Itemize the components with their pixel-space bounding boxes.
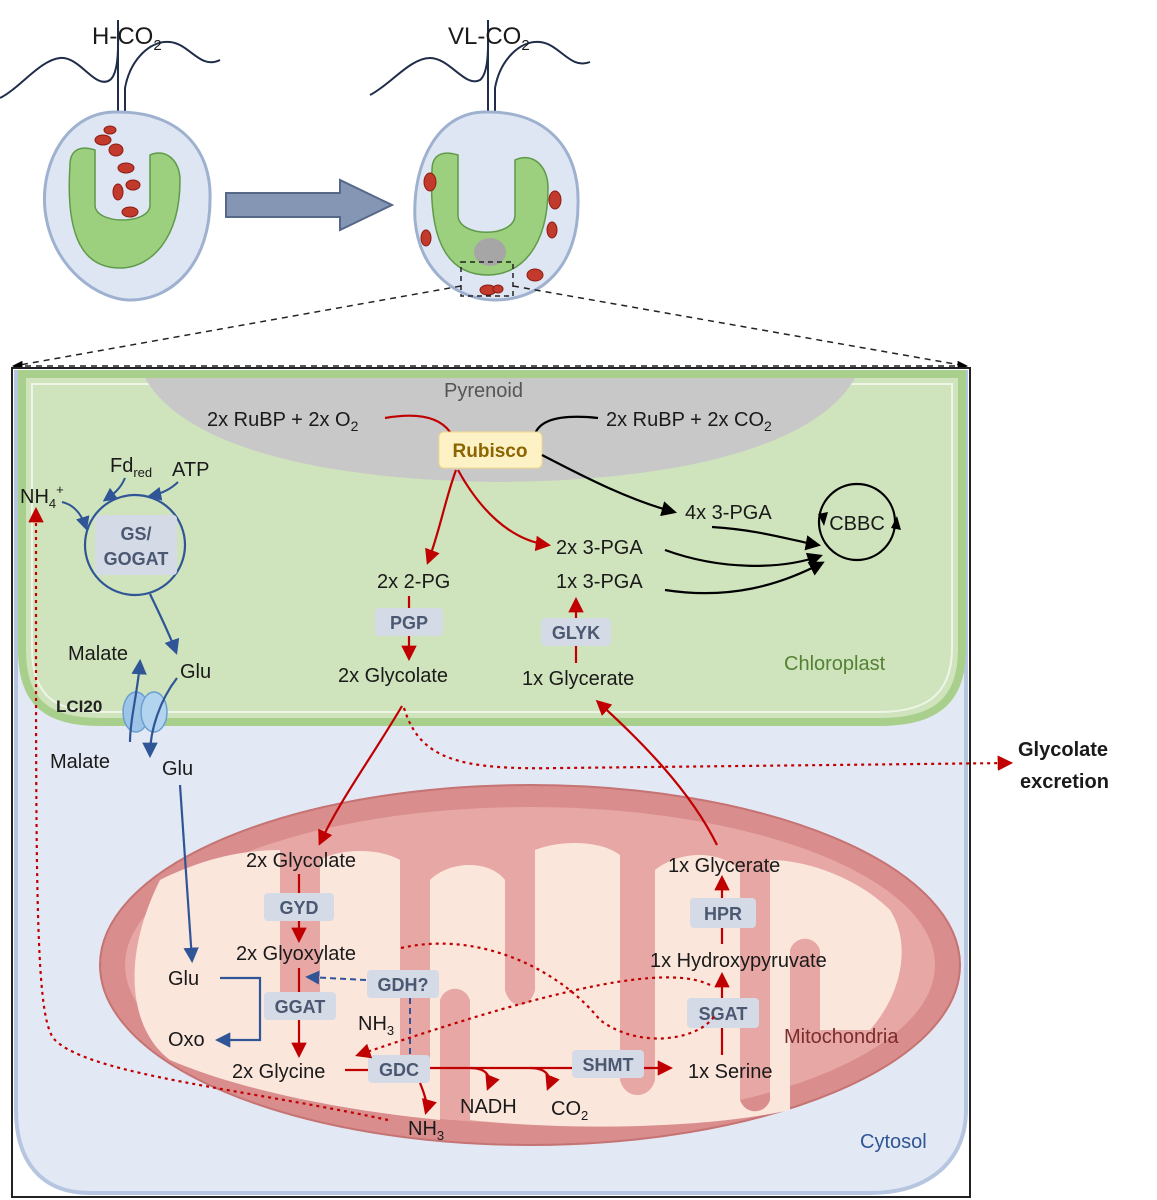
gdh-label: GDH? [378, 975, 429, 995]
malate-top: Malate [68, 643, 128, 665]
mitochondria-cluster-left [94, 125, 141, 218]
ggat-box [264, 992, 336, 1020]
rubisco-label: Rubisco [453, 441, 528, 462]
mitochondria-cluster-right [420, 172, 562, 296]
excretion-line1: Glycolate [1018, 739, 1108, 761]
sgat-box [687, 998, 759, 1028]
gdc-label: GDC [379, 1060, 419, 1080]
nadh: NADH [460, 1096, 517, 1118]
glyk-label: GLYK [552, 623, 600, 643]
gs-gogat-box [95, 515, 177, 575]
glu-top: Glu [180, 661, 211, 683]
serine: 1x Serine [688, 1061, 773, 1083]
glyk-box [541, 618, 611, 646]
pyrenoid-label: Pyrenoid [444, 380, 523, 402]
zoom-region [460, 261, 514, 297]
cytosol-label: Cytosol [860, 1131, 927, 1153]
glycolate-chloroplast: 2x Glycolate [338, 665, 448, 687]
nh3-bottom: NH3 [408, 1118, 444, 1143]
glu-mito: Glu [168, 968, 199, 990]
cell-h-co2 [0, 19, 221, 302]
pgp-box [375, 608, 443, 636]
hpr-box [690, 898, 756, 928]
rubisco-box [438, 431, 543, 469]
mitochondria-label: Mitochondria [784, 1026, 899, 1048]
gyd-box [264, 893, 334, 921]
pga-2x: 2x 3-PGA [556, 537, 643, 559]
rubp-o2: 2x RuBP + 2x O2 [207, 409, 359, 434]
sgat-label: SGAT [699, 1004, 748, 1024]
shmt-box [572, 1050, 644, 1078]
pga-1x: 1x 3-PGA [556, 571, 643, 593]
gyd-label: GYD [279, 898, 318, 918]
lci20-label: LCI20 [56, 697, 102, 716]
chloroplast-label: Chloroplast [784, 653, 886, 675]
pga-4x: 4x 3-PGA [685, 502, 772, 524]
gs-label: GS/ [120, 524, 151, 544]
lci20-transporter [122, 691, 168, 733]
pyrenoid [145, 378, 855, 482]
cell-right-label: VL-CO2 [448, 23, 530, 54]
malate-bottom: Malate [50, 751, 110, 773]
fd-red: Fdred [110, 455, 152, 480]
glycerate-chloroplast: 1x Glycerate [522, 668, 634, 690]
gs-gogat-cycle [83, 493, 187, 597]
transition-arrow [225, 178, 395, 232]
excretion-line2: excretion [1020, 771, 1109, 793]
atp: ATP [172, 459, 209, 481]
hpr-label: HPR [704, 904, 742, 924]
glycine: 2x Glycine [232, 1061, 325, 1083]
glycolate-mito: 2x Glycolate [246, 850, 356, 872]
cbbc-label: CBBC [829, 513, 885, 535]
pgp-label: PGP [390, 613, 428, 633]
glyoxylate: 2x Glyoxylate [236, 943, 356, 965]
glu-bottom: Glu [162, 758, 193, 780]
gdc-box [368, 1055, 430, 1083]
hydroxypyruvate: 1x Hydroxypyruvate [650, 950, 827, 972]
chloroplast [18, 370, 966, 726]
co2-release: CO2 [551, 1098, 588, 1123]
cell-vl-co2 [369, 19, 591, 302]
nh4: NH4+ [20, 482, 64, 511]
rubp-co2: 2x RuBP + 2x CO2 [606, 409, 772, 434]
glycerate-mito: 1x Glycerate [668, 855, 780, 877]
oxo: Oxo [168, 1029, 205, 1051]
gdh-box [367, 970, 439, 998]
ggat-label: GGAT [275, 997, 326, 1017]
pg-2x: 2x 2-PG [377, 571, 450, 593]
cell-left-label: H-CO2 [92, 23, 162, 54]
shmt-label: SHMT [583, 1055, 634, 1075]
gogat-label: GOGAT [104, 549, 169, 569]
nh3-gdh: NH3 [358, 1013, 394, 1038]
